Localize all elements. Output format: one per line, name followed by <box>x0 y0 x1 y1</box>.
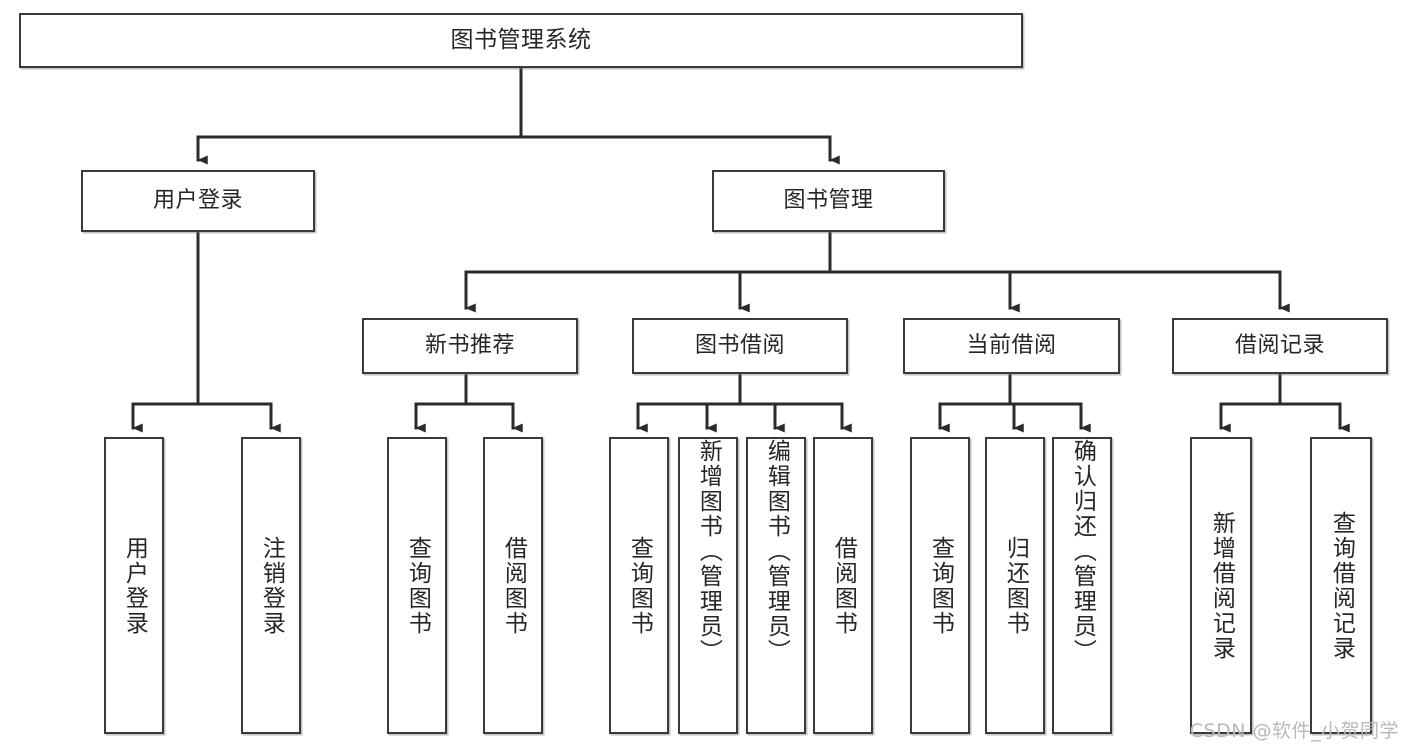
node-label: 借阅图书 <box>500 535 527 636</box>
leaf-borrow-borrow-book[interactable]: 借阅图书 <box>813 437 873 734</box>
leaf-user-login-login[interactable]: 用户登录 <box>104 437 164 734</box>
node-label: 借阅记录 <box>1234 333 1325 359</box>
node-book-management[interactable]: 图书管理 <box>712 170 945 232</box>
node-label: 注销登录 <box>258 535 285 636</box>
node-label: 查询图书 <box>626 535 653 636</box>
node-label: 用户登录 <box>152 188 243 214</box>
node-new-book-recommend[interactable]: 新书推荐 <box>362 318 578 374</box>
node-book-borrow[interactable]: 图书借阅 <box>632 318 848 374</box>
leaf-record-query-record[interactable]: 查询借阅记录 <box>1310 437 1372 734</box>
node-label: 图书借阅 <box>694 333 785 359</box>
leaf-recommend-borrow-book[interactable]: 借阅图书 <box>483 437 543 734</box>
node-label: 新增借阅记录 <box>1208 510 1235 661</box>
node-label: 编辑图书（管理员） <box>763 439 790 664</box>
leaf-current-return-book[interactable]: 归还图书 <box>985 437 1045 734</box>
watermark-text: CSDN @软件_小贺同学 <box>1189 720 1399 742</box>
node-label: 图书管理系统 <box>450 26 592 53</box>
node-user-login[interactable]: 用户登录 <box>81 170 315 232</box>
node-root-system[interactable]: 图书管理系统 <box>19 13 1023 68</box>
node-label: 查询图书 <box>927 535 954 636</box>
node-label: 用户登录 <box>121 535 148 636</box>
leaf-current-confirm-return-admin[interactable]: 确认归还（管理员） <box>1052 437 1112 734</box>
node-current-borrow[interactable]: 当前借阅 <box>903 318 1120 374</box>
leaf-borrow-edit-book-admin[interactable]: 编辑图书（管理员） <box>746 437 806 734</box>
node-label: 新书推荐 <box>424 333 515 359</box>
node-label: 归还图书 <box>1002 535 1029 636</box>
node-label: 查询图书 <box>404 535 431 636</box>
node-label: 借阅图书 <box>830 535 857 636</box>
leaf-current-query-book[interactable]: 查询图书 <box>910 437 970 734</box>
node-borrow-record[interactable]: 借阅记录 <box>1172 318 1388 374</box>
node-label: 图书管理 <box>783 188 874 214</box>
node-label: 查询借阅记录 <box>1328 510 1355 661</box>
leaf-record-add-record[interactable]: 新增借阅记录 <box>1190 437 1252 734</box>
leaf-recommend-query-book[interactable]: 查询图书 <box>387 437 447 734</box>
node-label: 新增图书（管理员） <box>695 439 722 664</box>
node-label: 当前借阅 <box>966 333 1057 359</box>
node-label: 确认归还（管理员） <box>1069 439 1096 664</box>
leaf-borrow-query-book[interactable]: 查询图书 <box>609 437 669 734</box>
leaf-user-login-logout[interactable]: 注销登录 <box>241 437 301 734</box>
leaf-borrow-add-book-admin[interactable]: 新增图书（管理员） <box>678 437 738 734</box>
